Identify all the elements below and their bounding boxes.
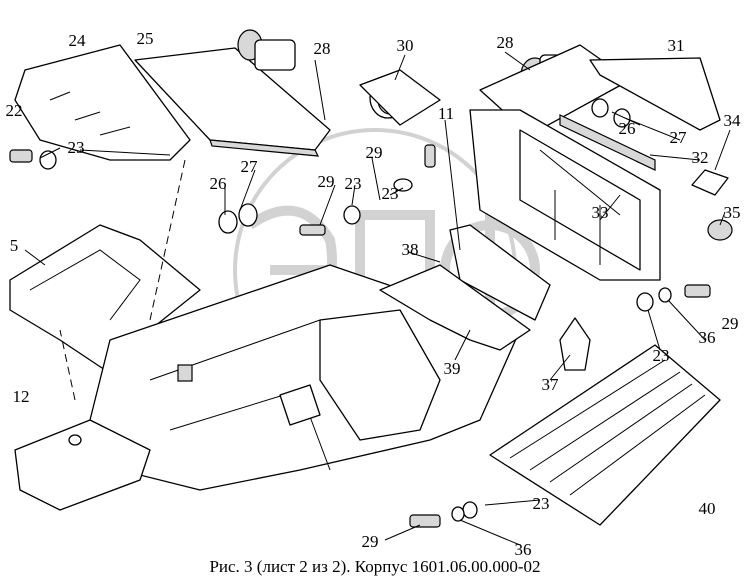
callout-12: 12 [13,387,30,406]
part-30-cap [359,69,441,126]
callout-27: 27 [241,157,259,176]
callout-35: 35 [724,203,741,222]
callout-5: 5 [10,236,19,255]
part-31-plate [589,57,721,131]
part-38-39-plates [379,224,551,351]
callout-24: 24 [69,31,87,50]
callout-11: 11 [438,104,454,123]
callout-28: 28 [497,33,514,52]
callout-36: 36 [515,540,532,559]
callout-31: 31 [668,36,685,55]
main-frame [89,264,521,491]
callout-23: 23 [653,346,670,365]
washers [9,98,733,528]
part-24-cover [14,44,191,161]
callout-39: 39 [444,359,461,378]
callout-23: 23 [68,138,85,157]
callout-26: 26 [210,174,227,193]
callout-29: 29 [318,172,335,191]
part-12-housing [14,419,151,511]
callout-34: 34 [724,111,742,130]
callout-27: 27 [670,128,688,147]
callout-32: 32 [692,148,709,167]
callout-29: 29 [722,314,739,333]
callout-25: 25 [137,29,154,48]
callout-33: 33 [592,203,609,222]
callout-38: 38 [402,240,419,259]
callout-29: 29 [366,143,383,162]
callout-40: 40 [699,499,716,518]
callout-37: 37 [542,375,560,394]
callout-26: 26 [619,119,636,138]
callout-36: 36 [699,328,716,347]
part-40-mat [489,344,721,526]
part-37-bracket [559,317,591,371]
part-11-box [469,109,661,281]
figure-caption: Рис. 3 (лист 2 из 2). Корпус 1601.06.00.… [209,557,541,576]
part-25-panel [134,47,331,157]
callout-29: 29 [362,532,379,551]
callout-28: 28 [314,39,331,58]
leader-lines [24,51,731,546]
callout-23: 23 [345,174,362,193]
callout-30: 30 [397,36,414,55]
callout-22: 22 [6,101,23,120]
callout-23: 23 [382,184,399,203]
callout-23: 23 [533,494,550,513]
